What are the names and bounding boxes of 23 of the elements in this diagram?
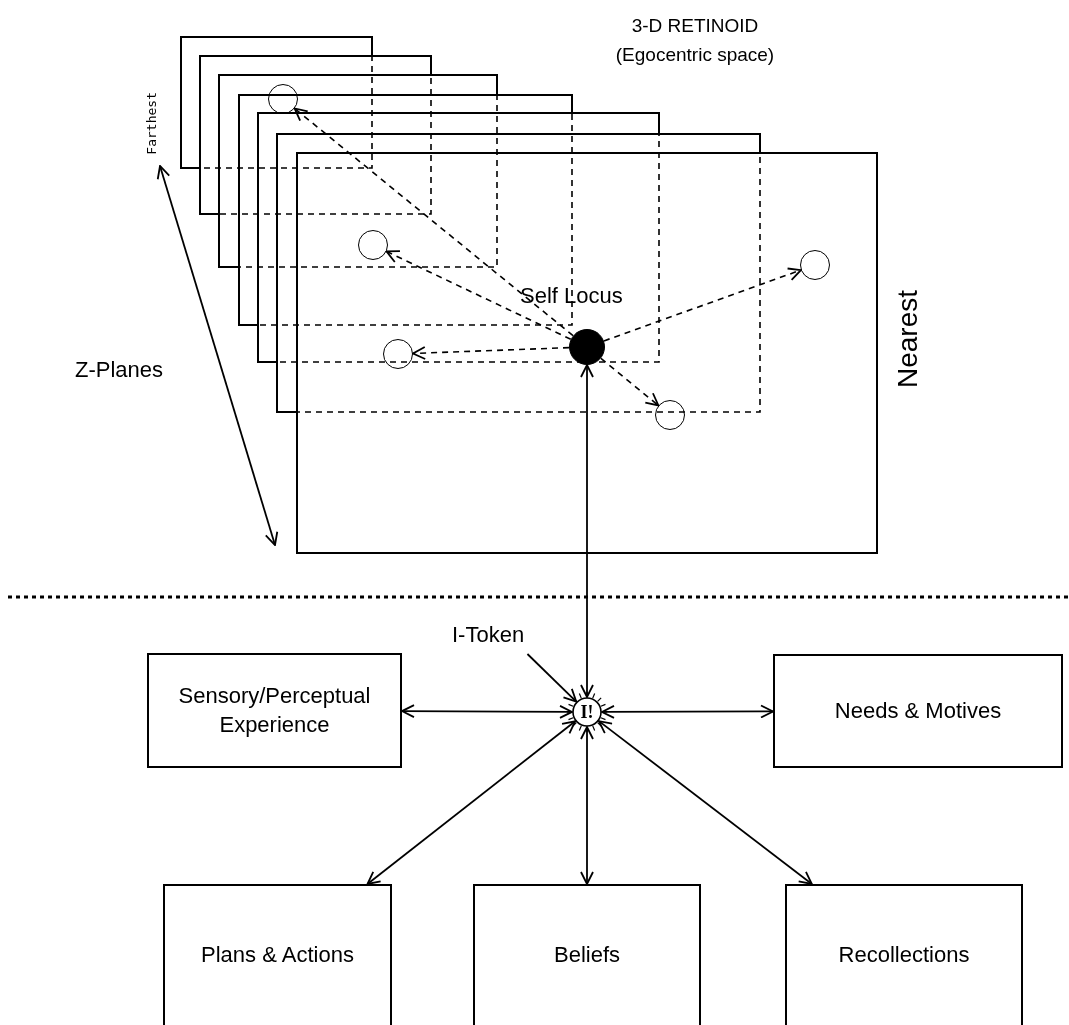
process-box: Recollections [785, 884, 1023, 1025]
arrow [366, 720, 577, 885]
process-box: Sensory/Perceptual Experience [147, 653, 402, 768]
process-box: Beliefs [473, 884, 701, 1025]
dashed-arrow [385, 250, 572, 341]
process-box: Plans & Actions [163, 884, 392, 1025]
process-box: Needs & Motives [773, 654, 1063, 768]
arrow [401, 704, 573, 719]
plane-caption: Farthest [144, 92, 159, 155]
point-label: Self Locus [520, 283, 623, 309]
dashed-arrow [600, 357, 660, 407]
arrow [580, 364, 594, 698]
arrow [601, 704, 774, 719]
diagram-title: 3-D RETINOID (Egocentric space) [614, 14, 776, 67]
arrow [598, 720, 813, 885]
dashed-arrow [293, 107, 574, 337]
arrow [580, 726, 594, 885]
axis-label: Z-Planes [75, 357, 164, 383]
token-label: I-Token [452, 622, 570, 654]
dashed-arrow [603, 267, 802, 342]
plane-caption: Nearest [892, 290, 924, 389]
dashed-arrow [412, 346, 570, 360]
arrow [526, 653, 578, 703]
